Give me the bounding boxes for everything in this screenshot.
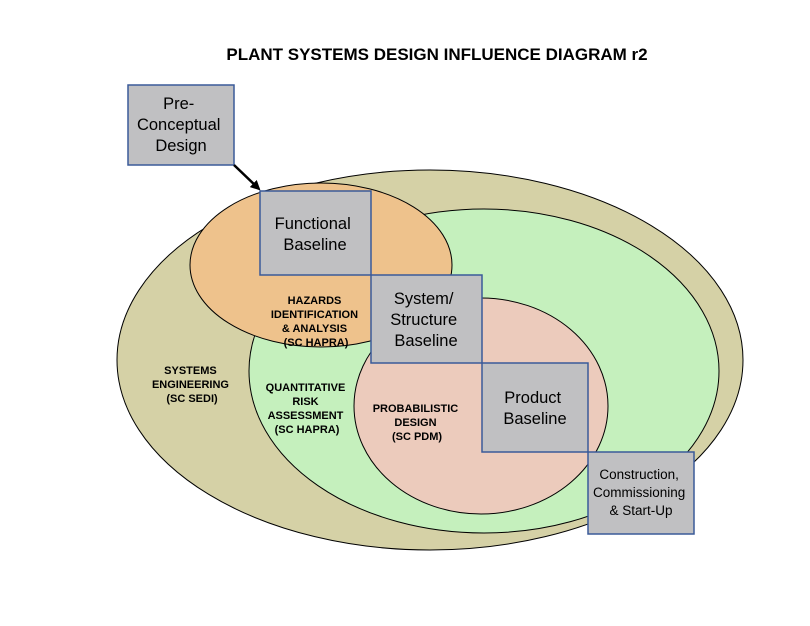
systems-engineering-label: SYSTEMS ENGINEERING (SC SEDI) [152,365,232,405]
construction-commissioning-box: Construction, Commissioning & Start-Up [587,451,695,535]
svg-text:Functional Baseline: Functional Baseline [275,215,356,254]
hazards-label: HAZARDS IDENTIFICATION & ANALYSIS (SC HA… [271,295,361,349]
pre-conceptual-design-box: Pre- Conceptual Design [127,84,235,166]
probabilistic-design-label: PROBABILISTIC DESIGN (SC PDM) [373,403,462,443]
svg-text:System/ Structure: System/ Structure Baseline [390,290,462,350]
system-structure-baseline-box: System/ Structure Baseline [370,274,483,364]
product-baseline-box: Product Baseline [481,362,589,453]
functional-baseline-box: Functional Baseline [259,190,372,276]
diagram-title: PLANT SYSTEMS DESIGN INFLUENCE DIAGRAM r… [226,45,647,64]
svg-text:Construction, Commission: Construction, Commissioning & Start-Up [593,467,689,518]
quantitative-risk-label: QUANTITATIVE RISK ASSESSMENT (SC HAPRA) [266,382,349,436]
svg-text:Pre- Conceptual De: Pre- Conceptual Design [137,95,225,155]
svg-text:Product Baseline: Product Baseline [503,389,566,428]
influence-arrow [233,164,261,191]
